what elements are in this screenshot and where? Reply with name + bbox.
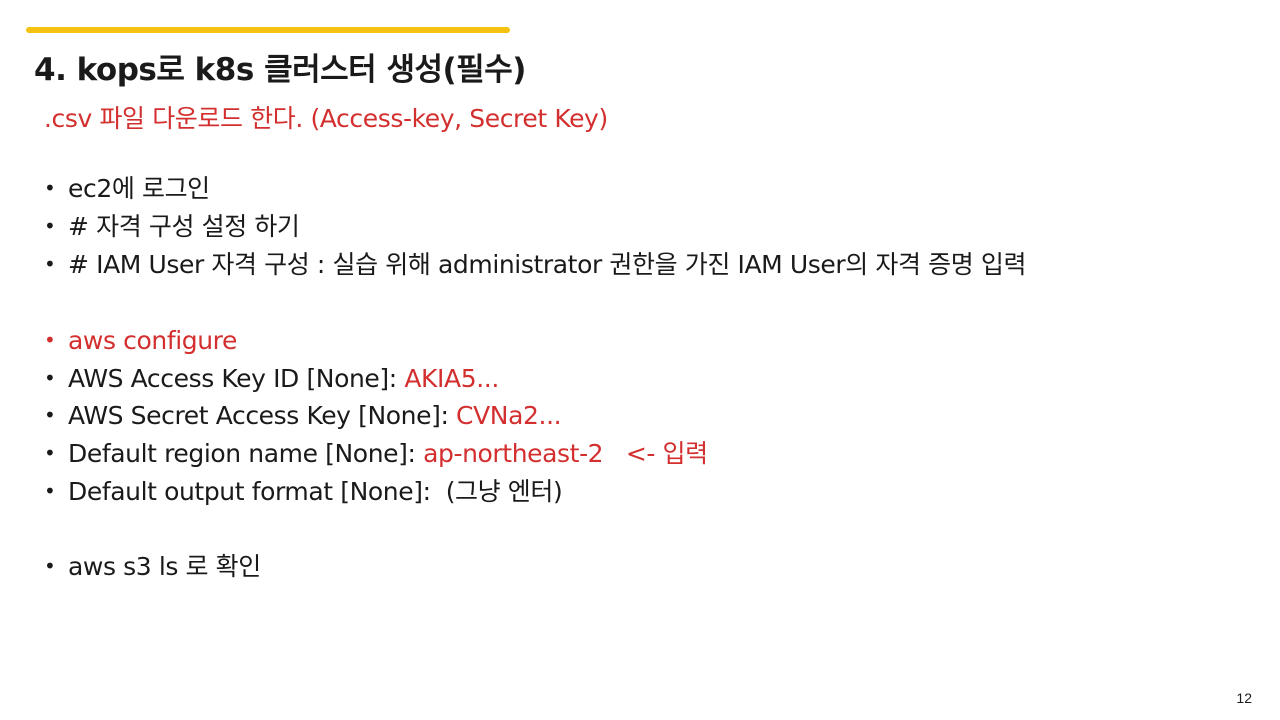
slide-title: 4. kops로 k8s 클러스터 생성(필수) — [34, 52, 526, 88]
bullet-label: Default output format [None]: — [68, 477, 446, 506]
list-item: • ec2에 로그인 — [44, 173, 210, 204]
list-item: • Default output format [None]: (그냥 엔터) — [44, 476, 563, 507]
page-number: 12 — [1236, 690, 1252, 706]
list-item: • aws s3 ls 로 확인 — [44, 551, 261, 582]
bullet-text: ec2에 로그인 — [68, 174, 210, 203]
bullet-icon: • — [44, 176, 56, 200]
bullet-text: aws configure — [68, 326, 237, 355]
bullet-icon: • — [44, 252, 56, 276]
slide-subtitle: .csv 파일 다운로드 한다. (Access-key, Secret Key… — [44, 104, 608, 133]
list-item: • AWS Secret Access Key [None]: CVNa2... — [44, 400, 562, 431]
list-item: • Default region name [None]: ap-northeas… — [44, 438, 708, 469]
bullet-value: ap-northeast-2 <- 입력 — [423, 439, 708, 468]
bullet-label: AWS Secret Access Key [None]: — [68, 401, 457, 430]
list-item: • AWS Access Key ID [None]: AKIA5... — [44, 363, 499, 394]
bullet-icon: • — [44, 441, 56, 465]
list-item: • aws configure — [44, 325, 237, 356]
bullet-value: AKIA5... — [404, 364, 499, 393]
bullet-icon: • — [44, 328, 56, 352]
list-item: • # 자격 구성 설정 하기 — [44, 211, 300, 242]
bullet-label: AWS Access Key ID [None]: — [68, 364, 405, 393]
bullet-icon: • — [44, 366, 56, 390]
bullet-icon: • — [44, 403, 56, 427]
bullet-label: Default region name [None]: — [68, 439, 424, 468]
list-item: • # IAM User 자격 구성 : 실습 위해 administrator … — [44, 249, 1027, 280]
bullet-icon: • — [44, 214, 56, 238]
bullet-icon: • — [44, 554, 56, 578]
bullet-value: CVNa2... — [456, 401, 562, 430]
bullet-value: (그냥 엔터) — [445, 477, 563, 506]
bullet-text: # 자격 구성 설정 하기 — [68, 212, 300, 241]
bullet-text: # IAM User 자격 구성 : 실습 위해 administrator 권… — [68, 250, 1027, 279]
bullet-text: aws s3 ls 로 확인 — [68, 552, 261, 581]
bullet-icon: • — [44, 479, 56, 503]
title-accent-bar — [26, 27, 510, 33]
